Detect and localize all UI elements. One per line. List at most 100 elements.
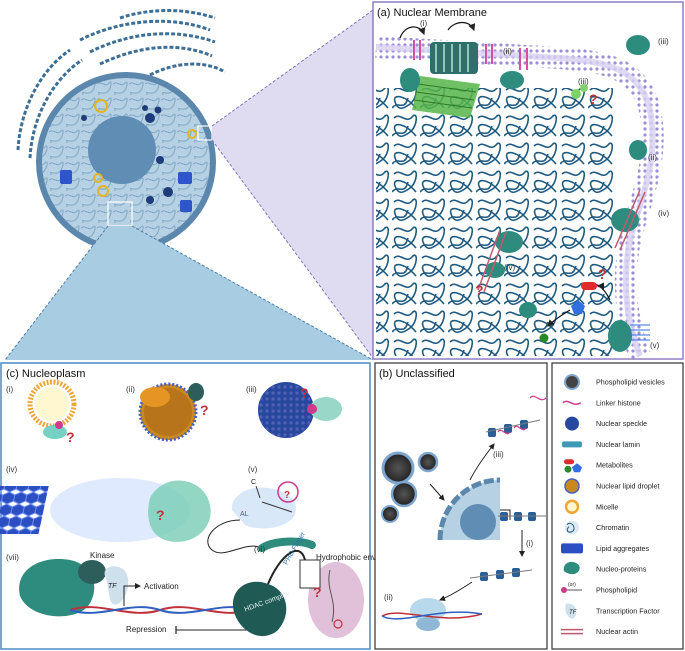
marker-a-iii-right: (iii) <box>658 37 669 46</box>
protein-c-i <box>43 425 67 439</box>
phospholipid-tails-v <box>630 324 650 341</box>
label-tf: TF <box>108 583 117 590</box>
label-kinase: Kinase <box>90 551 115 560</box>
panel-c-title: (c) Nucleoplasm <box>6 368 85 380</box>
legend-prefix: (or) <box>568 582 576 588</box>
legend-label: Metabolites <box>596 461 633 470</box>
micelle-c-i <box>27 379 77 429</box>
legend-item: TF Transcription Factor <box>565 603 660 619</box>
phospholipid-icon: (or) <box>561 582 582 593</box>
question-mark: ? <box>598 266 607 282</box>
zoom-projection-a <box>212 10 373 358</box>
arrow-i-right <box>447 21 476 32</box>
question-mark: ? <box>589 91 598 107</box>
marker-a-ii-right: (ii) <box>648 153 657 162</box>
question-mark: ? <box>156 507 165 523</box>
transcription-factor <box>104 566 129 605</box>
hdac-complex <box>232 581 287 637</box>
marker-a-v: (v) <box>650 341 660 350</box>
dna-strand-2 <box>69 606 251 614</box>
tf-icon: TF <box>565 603 577 619</box>
membrane-lipid-patches <box>413 40 528 70</box>
legend-item: Linker histone <box>562 398 641 407</box>
legend-item: Nuclear speckle <box>565 416 647 431</box>
metabolites-icon <box>564 459 582 473</box>
panel-c-nucleoplasm: (c) Nucleoplasm ? ? ? ? ? C AL <box>0 362 408 650</box>
legend-label: Nuclear lamin <box>596 440 640 449</box>
legend-item: Micelle <box>564 499 618 515</box>
question-mark: ? <box>313 584 322 600</box>
legend-item: Nucleo-proteins <box>563 561 647 575</box>
marker-a-iv-left: (iv) <box>504 263 515 272</box>
marker-c-iv: (iv) <box>6 465 17 474</box>
nucleo-proteins-a <box>400 35 650 352</box>
legend-label: Nuclear speckle <box>596 419 647 428</box>
actin-icon <box>561 628 583 635</box>
legend-item: Phospholipid vesicles <box>564 374 665 390</box>
marker-c-iii: (iii) <box>246 385 257 394</box>
nucleolus <box>88 116 156 184</box>
endoplasmic-reticulum <box>16 9 226 159</box>
lipid-aggregate-icon <box>561 543 583 554</box>
panel-a-title: (a) Nuclear Membrane <box>377 7 487 19</box>
marker-b-iii: (iii) <box>493 450 504 459</box>
speckle-icon <box>565 416 579 431</box>
phospholipid-vesicles-b <box>381 451 439 523</box>
legend-label: Nuclear lipid droplet <box>596 482 660 491</box>
marker-a-ii: (ii) <box>503 47 512 56</box>
protein-c-v-chain <box>258 537 316 552</box>
zoom-projection-c <box>5 226 373 360</box>
question-mark: ? <box>200 402 209 418</box>
marker-c-ii: (ii) <box>126 385 135 394</box>
legend-item: (or) Phospholipid <box>561 582 637 595</box>
legend-item: Nuclear lamin <box>562 440 640 449</box>
micelle-icon <box>564 499 580 515</box>
chromatin-mass <box>376 88 616 356</box>
hydrophobic-environment <box>308 562 364 638</box>
marker-c-i: (i) <box>6 385 13 394</box>
lamin-icon <box>562 441 582 448</box>
linker-histone-icon <box>562 400 582 405</box>
legend-item: Lipid aggregates <box>561 543 650 554</box>
legend-label: Linker histone <box>596 398 641 407</box>
arrow-i-left <box>399 26 426 39</box>
cell-overview <box>16 9 226 252</box>
question-mark: ? <box>300 385 309 401</box>
marker-c-vi: (vi) <box>254 545 265 554</box>
lipid-aggregate-c-iv <box>0 486 49 534</box>
legend-item: Chromatin <box>565 520 629 535</box>
legend-label: Phospholipid <box>596 586 637 595</box>
marker-a-iii: (iii) <box>578 77 589 86</box>
protein-c-iv <box>148 480 211 542</box>
legend-item: Nuclear actin <box>561 627 638 636</box>
legend-label: Chromatin <box>596 523 629 532</box>
nuclear-actin-a <box>477 189 646 293</box>
marker-a-iv-right: (iv) <box>658 209 669 218</box>
legend-label: Nucleo-proteins <box>596 565 647 574</box>
nuclear-speckles <box>81 105 173 204</box>
vesicle-icon <box>564 374 580 390</box>
membrane-protein-i <box>412 42 480 118</box>
lipid-aggregates <box>60 170 192 212</box>
question-mark: ? <box>475 282 484 298</box>
legend-label: Micelle <box>596 502 618 511</box>
question-mark: ? <box>66 429 75 445</box>
micelles <box>93 99 197 197</box>
question-mark: ? <box>284 490 290 501</box>
label-repression: Repression <box>126 625 166 634</box>
nucleo-protein-c-vii <box>19 559 95 617</box>
legend-icon-text: TF <box>569 610 577 616</box>
legend-label: Transcription Factor <box>596 606 660 615</box>
protein-c-ii <box>188 383 204 401</box>
label-activation: Activation <box>144 582 179 591</box>
marker-b-i: (i) <box>526 539 533 548</box>
legend-label: Phospholipid vesicles <box>596 378 665 387</box>
panel-b-title: (b) Unclassified <box>379 368 455 380</box>
legend-item: Metabolites <box>564 459 633 473</box>
legend-label: Nuclear actin <box>596 627 638 636</box>
panel-a-nuclear-membrane: (a) Nuclear Membrane <box>372 1 684 360</box>
legend-item: Nuclear lipid droplet <box>564 478 660 494</box>
protein-c-iii <box>310 397 342 421</box>
